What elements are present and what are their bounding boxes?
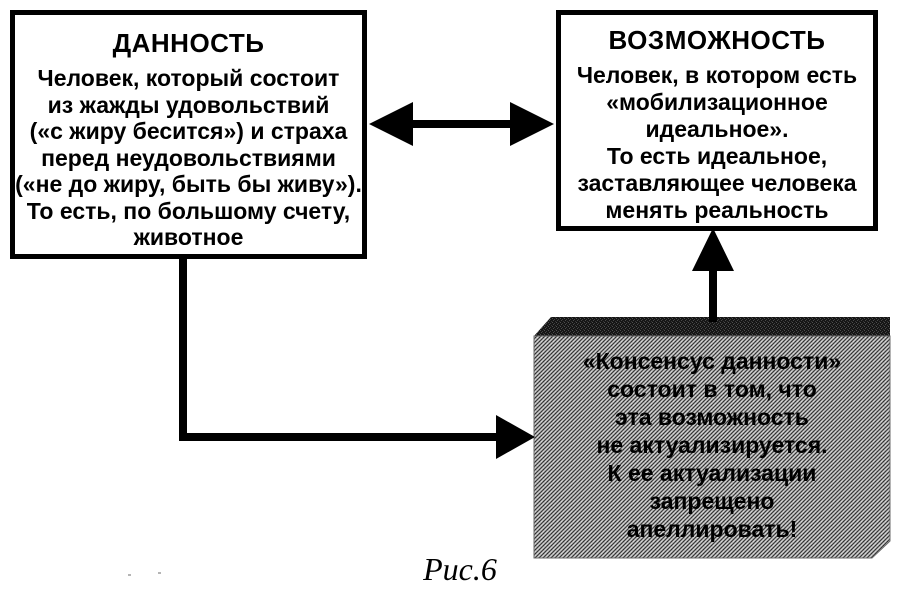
up-arrow [692,228,734,322]
scan-noise-dot [158,572,161,574]
elbow-arrow [179,256,535,459]
givenness-box: ДАННОСТЬ Человек, который состоит из жаж… [10,10,367,259]
scan-noise-dot [128,574,131,576]
givenness-title: ДАННОСТЬ [112,28,265,58]
consensus-slab-front-face [533,335,891,559]
possibility-title: ВОЗМОЖНОСТЬ [608,25,826,55]
double-arrow [369,102,554,146]
consensus-slab-top-face [534,317,890,336]
figure-caption: Рис.6 [423,551,497,587]
possibility-body: Человек, в котором есть «мобилизационное… [576,62,858,223]
consensus-body: «Консенсус данности» состоит в том, что … [582,348,842,542]
possibility-box: ВОЗМОЖНОСТЬ Человек, в котором есть «моб… [556,10,878,231]
givenness-body: Человек, который состоит из жажды удовол… [15,65,362,250]
